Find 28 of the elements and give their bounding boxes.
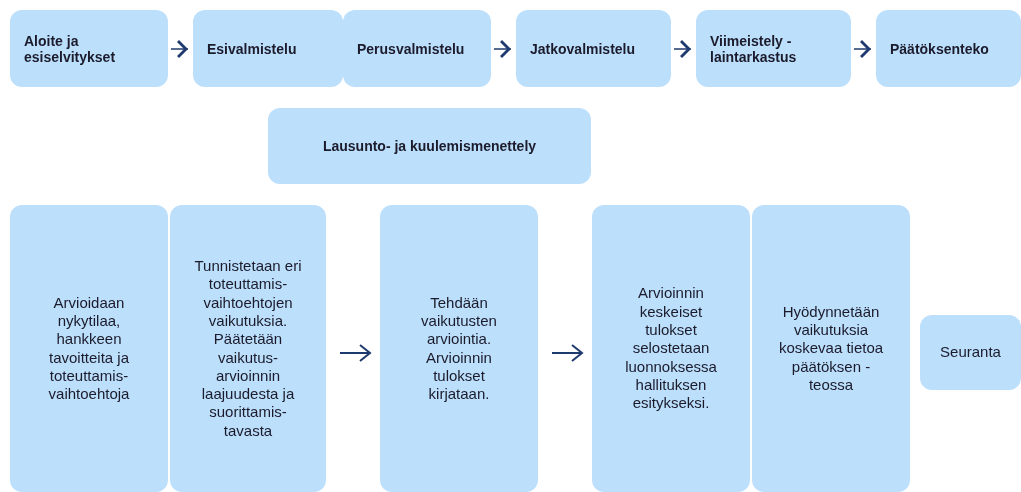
stage-box [10, 10, 168, 87]
stage-box [516, 10, 671, 87]
stage-label: Viimeistely -laintarkastus [710, 32, 798, 65]
stage-box [876, 10, 1021, 87]
arrow [551, 344, 583, 362]
stage-box [696, 10, 851, 87]
step-box [10, 205, 168, 492]
stage-box [343, 10, 491, 87]
stage-box [268, 108, 591, 184]
stage-label: Lausunto- ja kuulemismenettely [322, 138, 537, 154]
step-text: Arvioinnin keskeiset tulokset selostetaan luonnoksessa hallituksen esitykseksi. [624, 284, 718, 413]
step-box [380, 205, 538, 492]
stage-label: Jatkovalmistelu [530, 40, 636, 57]
stage-label: Päätöksenteko [890, 40, 989, 57]
step-text: Arvioidaan nykytilaa, hankkeen tavoitteita ja toteuttamis-vaihtoehtoja [47, 293, 131, 404]
step-box [592, 205, 750, 492]
stage-label: Aloite ja esiselvitykset [24, 32, 117, 65]
stage-label: Perusvalmistelu [357, 40, 465, 57]
step-box [752, 205, 910, 492]
stage-label: Esivalmistelu [207, 40, 297, 57]
step-text: Tunnistetaan eri toteuttamis-vaihtoehtojen vaikutuksia. Päätetään vaikutus-arvioinnin laajuudesta ja suorittamis-tavasta [193, 257, 303, 440]
step-box [170, 205, 326, 492]
step-box [920, 315, 1021, 390]
step-text: Tehdään vaikutusten arviointia. Arvioinnin tulokset kirjataan. [420, 293, 498, 404]
step-text: Seuranta [940, 343, 1001, 362]
stage-box [193, 10, 343, 87]
arrow [339, 344, 371, 362]
step-text: Hyödynnetään vaikutuksia koskevaa tietoa päätöksen -teossa [777, 302, 885, 395]
